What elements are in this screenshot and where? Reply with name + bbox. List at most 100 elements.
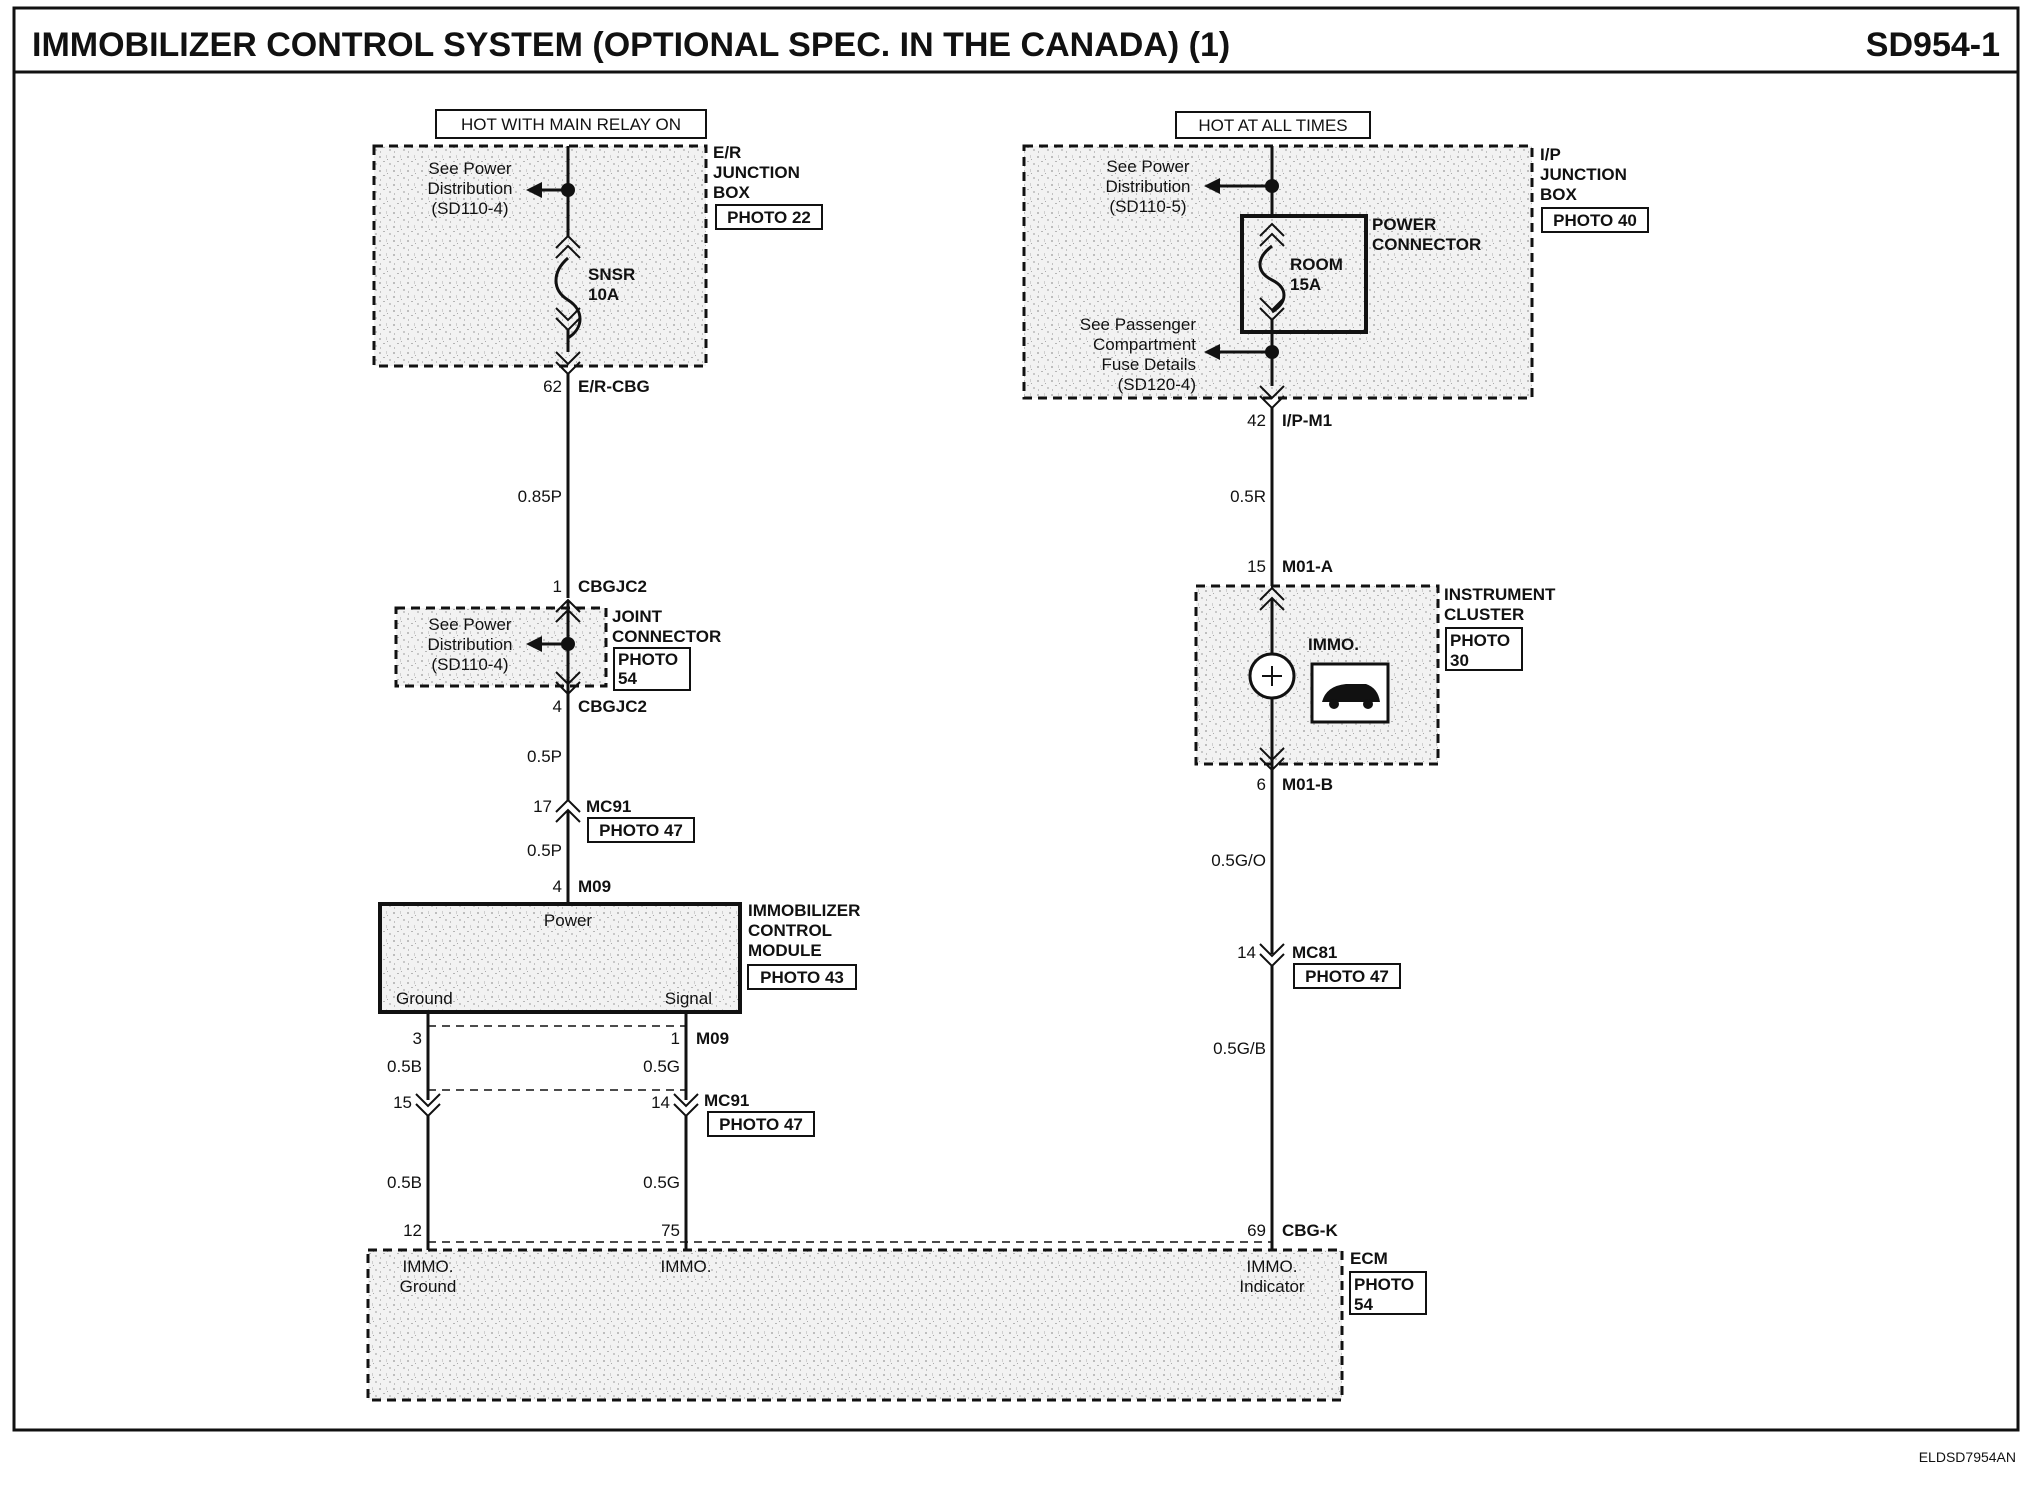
room-fuse-icon [1258,244,1286,314]
room-fuse-label-1: ROOM [1290,255,1343,274]
wire-085p: 0.85P [518,487,562,506]
immobilizer-module-shade [380,904,740,1012]
cluster-photo-label-1: PHOTO [1450,631,1510,650]
er-photo-box [715,204,823,230]
conn-m09-a: M09 [578,877,611,896]
conn-m09-b: M09 [696,1029,729,1048]
wire-05r: 0.5R [1230,487,1266,506]
mc91-b-photo-box [707,1111,815,1137]
conn-m01-b: M01-B [1282,775,1333,794]
er-junction-box-label-3: BOX [713,183,751,202]
ecm-photo-box [1349,1271,1427,1315]
diagram-title: IMMOBILIZER CONTROL SYSTEM (OPTIONAL SPE… [32,26,1230,64]
wire-05g-a: 0.5G [643,1057,680,1076]
pin-14-right: 14 [1237,943,1256,962]
ip-photo-box [1541,207,1649,233]
joint-see-power-2: Distribution [427,635,512,654]
joint-connector-label-1: JOINT [612,607,663,626]
conn-cbgjc2-top: CBGJC2 [578,577,647,596]
wire-05gb: 0.5G/B [1213,1039,1266,1058]
pin-42: 42 [1247,411,1266,430]
ecm-photo-label-2: 54 [1354,1295,1373,1314]
conn-mc91-a: MC91 [586,797,631,816]
er-photo-label: PHOTO 22 [727,208,811,227]
er-junction-box [372,144,708,368]
wire-05g-b: 0.5G [643,1173,680,1192]
conn-mc81: MC81 [1292,943,1337,962]
conn-cbg-k: CBG-K [1282,1221,1338,1240]
joint-see-power-3: (SD110-4) [431,655,508,674]
er-see-power-arrow-icon [526,182,542,198]
ip-photo-label: PHOTO 40 [1553,211,1637,230]
cluster-label-1: INSTRUMENT [1444,585,1556,604]
module-photo-box [747,964,857,990]
cluster-immo-label: IMMO. [1308,635,1359,654]
er-see-power-1: See Power [428,159,511,178]
pin-3: 3 [413,1029,422,1048]
immo-car-wheel-front-icon [1329,699,1339,709]
power-connector-label-1: POWER [1372,215,1436,234]
see-passenger-1: See Passenger [1080,315,1197,334]
diagram-frame [12,6,2020,1432]
ip-see-power-3: (SD110-5) [1109,197,1186,216]
joint-see-power-arrow-icon [526,636,542,652]
cluster-photo-label-2: 30 [1450,651,1469,670]
ip-junction-box-label-2: JUNCTION [1540,165,1627,184]
ecm-shade [368,1250,1342,1400]
joint-photo-label-1: PHOTO [618,650,678,669]
module-power-label: Power [544,911,593,930]
snsr-fuse-top-chevron-icon [555,234,581,259]
module-name-3: MODULE [748,941,822,960]
wire-05b-a: 0.5B [387,1057,422,1076]
module-ground-label: Ground [396,989,453,1008]
conn-ip-m1: I/P-M1 [1282,411,1332,430]
pin-4b: 4 [553,877,562,896]
er-junction-box-shade [374,146,706,366]
ecm-immo-indicator-1: IMMO. [1247,1257,1298,1276]
ip-see-power-2: Distribution [1105,177,1190,196]
joint-connector [394,606,608,688]
er-see-power-2: Distribution [427,179,512,198]
ecm-label: ECM [1350,1249,1388,1268]
pin-17: 17 [533,797,552,816]
diagram-ref-code: ELDSD7954AN [1919,1449,2016,1465]
mc91-b-photo: PHOTO 47 [719,1115,803,1134]
module-photo: PHOTO 43 [760,968,844,987]
room-fuse-label-2: 15A [1290,275,1321,294]
pin-1b: 1 [671,1029,680,1048]
er-junction-box-label-2: JUNCTION [713,163,800,182]
snsr-fuse-label-1: SNSR [588,265,635,284]
room-fuse-top-chevron-icon [1259,222,1285,247]
joint-see-power-1: See Power [428,615,511,634]
ip-junction-box [1022,144,1534,400]
pin-62: 62 [543,377,562,396]
pin-12: 12 [403,1221,422,1240]
immo-lamp-filament-icon [1262,666,1282,686]
wire-05go: 0.5G/O [1211,851,1266,870]
left-circuit: HOT WITH MAIN RELAY ON E/R JUNCTION BOX … [372,109,860,1250]
ip-see-power-1: See Power [1106,157,1189,176]
ecm-photo-label-1: PHOTO [1354,1275,1414,1294]
ip-junction-box-label-3: BOX [1540,185,1578,204]
mc91-a-photo-box [587,817,695,843]
er-see-power-3: (SD110-4) [431,199,508,218]
pin-14: 14 [651,1093,670,1112]
snsr-fuse-icon [554,256,582,340]
joint-photo-label-2: 54 [618,669,637,688]
wire-05b-b: 0.5B [387,1173,422,1192]
power-source-box-left [435,109,707,139]
module-signal-label: Signal [665,989,712,1008]
cluster-label-2: CLUSTER [1444,605,1524,624]
diagram-code: SD954-1 [1866,26,2000,64]
module-name-1: IMMOBILIZER [748,901,860,920]
see-passenger-4: (SD120-4) [1118,375,1196,394]
ecm-group: IMMO. Ground IMMO. IMMO. Indicator ECM P… [366,1241,1427,1402]
pin-75: 75 [661,1221,680,1240]
ecm-immo-ground-2: Ground [400,1277,457,1296]
instrument-cluster [1194,584,1440,766]
power-source-left: HOT WITH MAIN RELAY ON [461,115,681,134]
cluster-photo-box [1445,627,1523,671]
wire-05p-a: 0.5P [527,747,562,766]
joint-photo-box [613,647,691,691]
